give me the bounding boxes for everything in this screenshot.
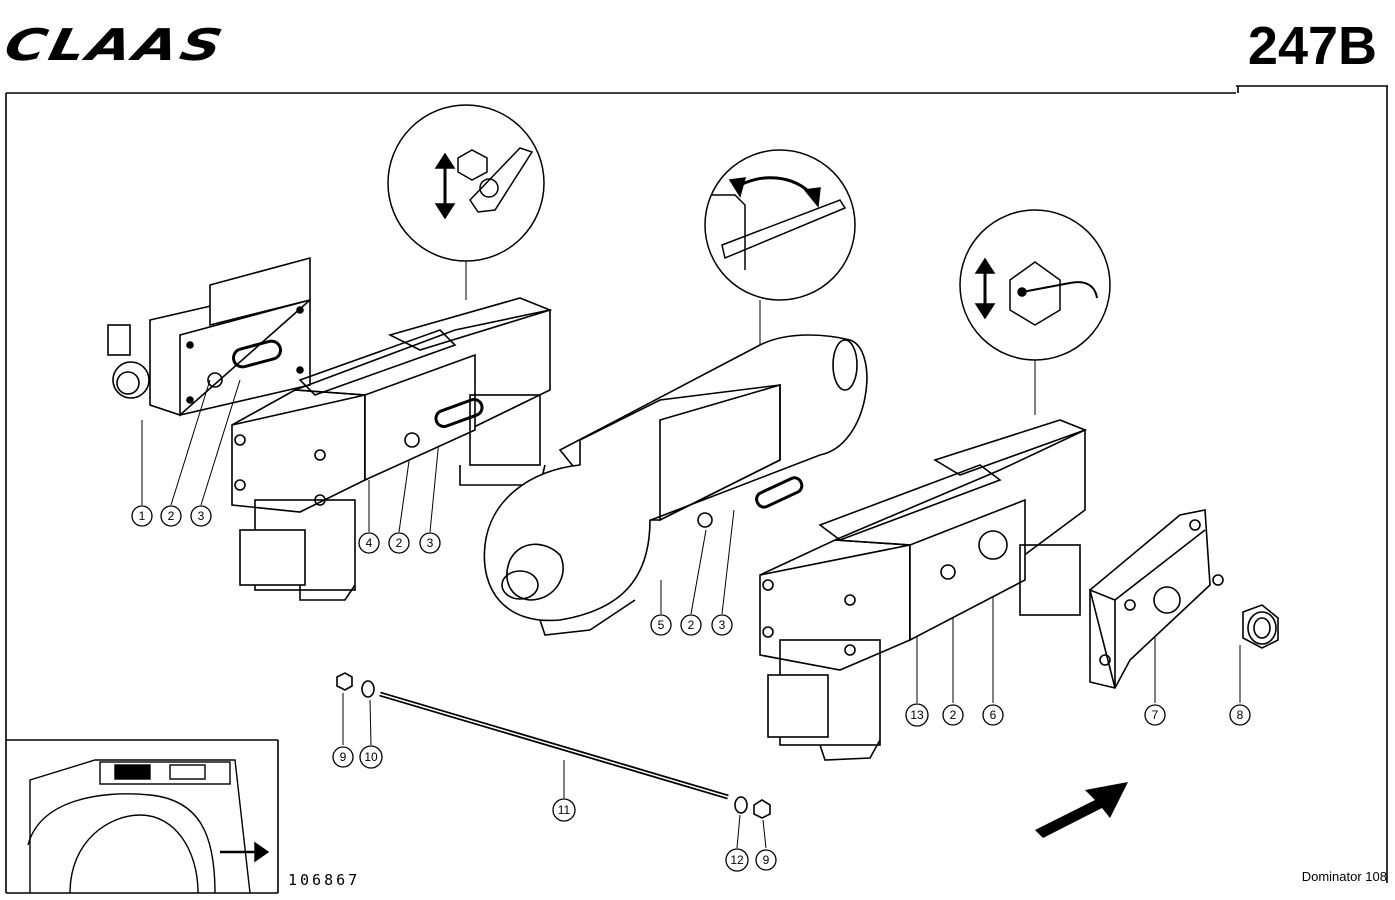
svg-text:3: 3	[198, 509, 205, 523]
svg-text:10: 10	[364, 750, 378, 764]
tie-rod-assembly	[336, 672, 771, 819]
callout-2: 2	[388, 532, 410, 554]
svg-text:9: 9	[763, 853, 770, 867]
svg-text:2: 2	[950, 708, 957, 722]
svg-text:2: 2	[688, 618, 695, 632]
callout-5: 5	[650, 614, 672, 636]
drawing-number: 106867	[288, 871, 361, 889]
callout-8: 8	[1229, 704, 1251, 726]
plate-number: 247B	[1247, 16, 1377, 76]
part-7-flange	[1088, 509, 1224, 689]
callout-9: 9	[332, 746, 354, 768]
callout-9: 9	[755, 849, 777, 871]
location-inset	[27, 759, 270, 894]
svg-text:9: 9	[340, 750, 347, 764]
svg-text:2: 2	[396, 536, 403, 550]
part-13-valve	[759, 419, 1088, 761]
svg-text:3: 3	[427, 536, 434, 550]
svg-text:12: 12	[730, 853, 744, 867]
callout-4: 4	[358, 532, 380, 554]
callout-7: 7	[1144, 704, 1166, 726]
svg-text:4: 4	[366, 536, 373, 550]
svg-text:13: 13	[910, 708, 924, 722]
svg-text:8: 8	[1237, 708, 1244, 722]
callout-11: 11	[552, 798, 576, 822]
svg-text:2: 2	[168, 509, 175, 523]
direction-arrow	[1035, 782, 1128, 838]
callout-13: 13	[905, 703, 929, 727]
callout-2: 2	[160, 505, 182, 527]
callout-2: 2	[942, 704, 964, 726]
detail-view-c	[959, 209, 1111, 361]
detail-view-a	[387, 104, 545, 262]
model-label: Dominator 108	[1301, 869, 1387, 884]
frame-lines	[5, 85, 1388, 894]
svg-text:7: 7	[1152, 708, 1159, 722]
callout-6: 6	[982, 704, 1004, 726]
callout-3: 3	[711, 614, 733, 636]
svg-text:1: 1	[139, 509, 146, 523]
part-5-valve	[483, 334, 868, 636]
svg-text:11: 11	[558, 803, 571, 817]
part-8-fitting	[1242, 604, 1279, 649]
svg-text:3: 3	[719, 618, 726, 632]
callout-3: 3	[190, 505, 212, 527]
part-4-valve	[231, 297, 553, 601]
callout-1: 1	[131, 505, 153, 527]
svg-text:6: 6	[990, 708, 997, 722]
callout-12: 12	[725, 848, 749, 872]
callout-3: 3	[419, 532, 441, 554]
callout-2: 2	[680, 614, 702, 636]
detail-view-b	[704, 149, 856, 301]
part-1-block	[107, 256, 311, 417]
svg-text:5: 5	[658, 618, 665, 632]
callout-10: 10	[359, 745, 383, 769]
